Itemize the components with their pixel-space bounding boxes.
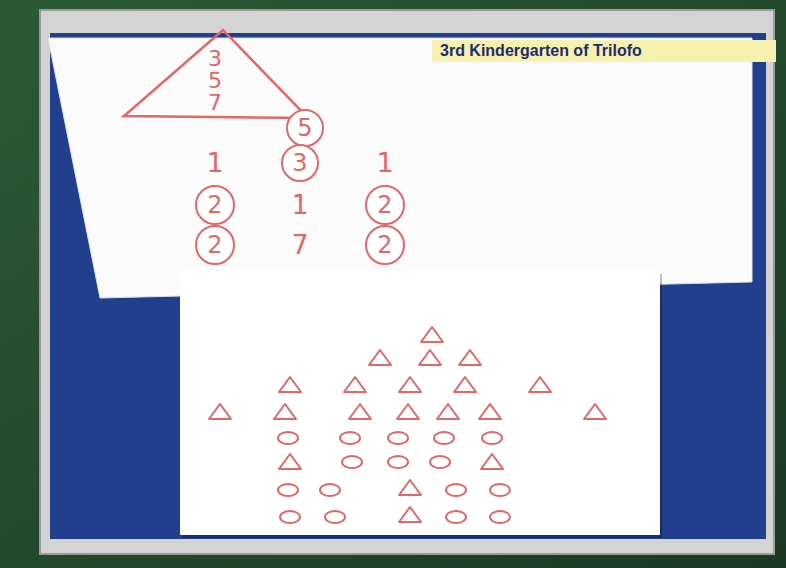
circled-number: 2 <box>195 185 235 225</box>
handwritten-number: 5 <box>208 70 222 92</box>
handwritten-number: 7 <box>291 231 308 259</box>
circled-number: 2 <box>365 225 405 265</box>
circled-number: 5 <box>286 109 324 147</box>
handwritten-number: 2 <box>377 233 392 257</box>
handwritten-number: 3 <box>292 151 307 175</box>
handwritten-number: 2 <box>207 193 222 217</box>
circled-number: 3 <box>281 144 319 182</box>
handwritten-number: 3 <box>208 48 222 70</box>
handwritten-number: 2 <box>207 233 222 257</box>
bottom-paper <box>180 271 660 535</box>
handwritten-number: 7 <box>208 92 222 114</box>
handwritten-number: 5 <box>297 116 312 140</box>
handwritten-number: 1 <box>291 191 308 219</box>
circled-number: 2 <box>365 185 405 225</box>
photo-frame <box>40 10 774 554</box>
top-paper <box>48 38 752 298</box>
circled-number: 2 <box>195 225 235 265</box>
handwritten-number: 2 <box>377 193 392 217</box>
school-banner: 3rd Kindergarten of Trilofo <box>432 40 776 62</box>
number-triangle: 357 <box>120 28 310 120</box>
number-column: 357 <box>120 48 310 114</box>
handwritten-number: 1 <box>206 149 223 177</box>
shape-house-drawing <box>209 327 606 523</box>
handwritten-number: 1 <box>376 149 393 177</box>
